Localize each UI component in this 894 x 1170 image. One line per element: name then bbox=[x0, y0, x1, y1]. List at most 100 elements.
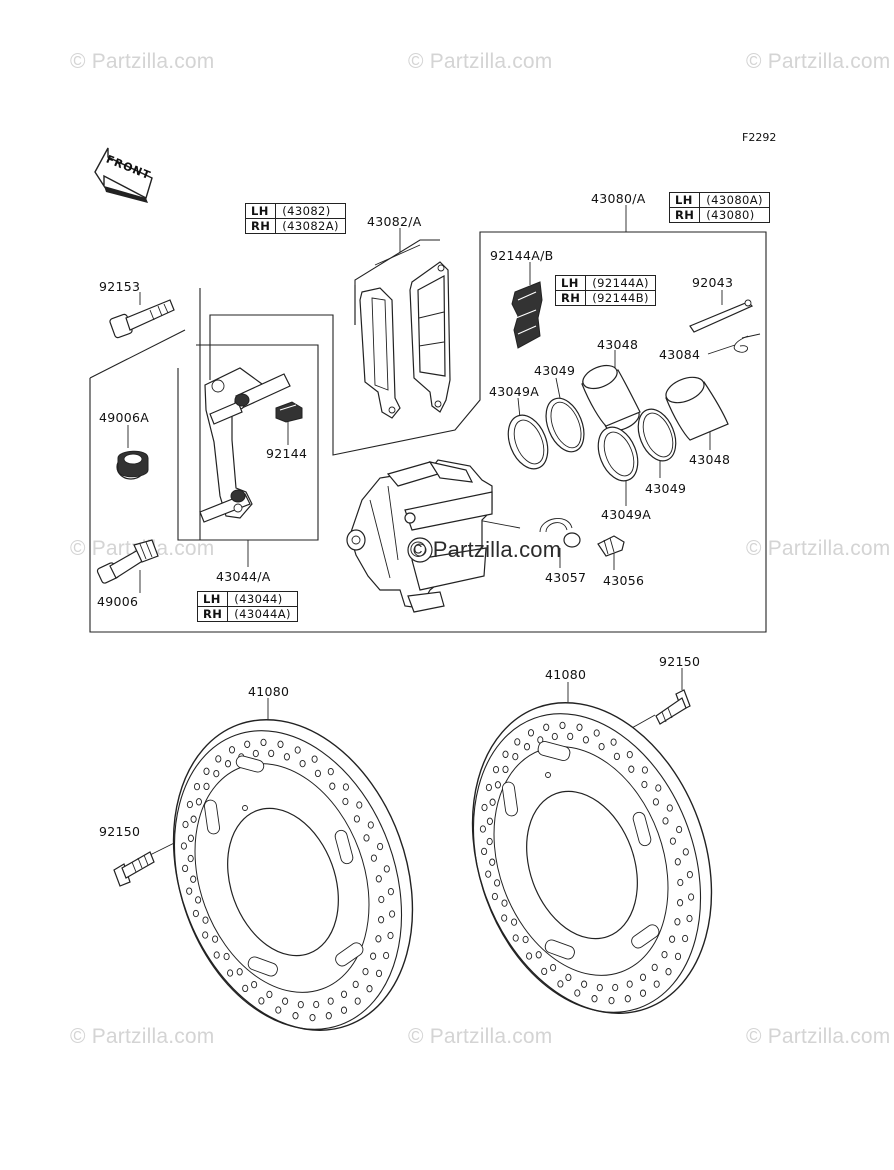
disc-drill-hole bbox=[596, 983, 603, 992]
brake-pad-right bbox=[409, 261, 451, 413]
cap-43057 bbox=[539, 518, 581, 548]
label-43048-right: 43048 bbox=[689, 452, 731, 467]
disc-drill-hole bbox=[489, 858, 496, 866]
disc-drill-hole bbox=[383, 865, 390, 873]
disc-drill-hole bbox=[362, 967, 369, 976]
caliper-side-table: LH(43080A) RH(43080) bbox=[668, 192, 770, 223]
disc-drill-hole bbox=[258, 997, 265, 1005]
disc-drill-hole bbox=[486, 837, 493, 846]
disc-drill-hole bbox=[551, 732, 558, 741]
disc-drill-hole bbox=[626, 750, 633, 759]
label-92153: 92153 bbox=[99, 279, 141, 294]
label-43049-bottom: 43049 bbox=[645, 481, 687, 496]
label-43049a-bottom: 43049A bbox=[601, 507, 652, 522]
label-43082a: 43082/A bbox=[367, 214, 422, 229]
disc-drill-hole bbox=[342, 797, 349, 806]
disc-drill-hole bbox=[202, 916, 209, 924]
pin-92043 bbox=[689, 299, 754, 333]
piston-43048-top bbox=[581, 364, 641, 432]
disc-drill-hole bbox=[327, 997, 334, 1005]
disc-drill-hole bbox=[182, 864, 189, 873]
disc-drill-hole bbox=[180, 842, 187, 850]
disc-drill-hole bbox=[242, 984, 249, 993]
label-43056: 43056 bbox=[603, 573, 645, 588]
disc-drill-hole bbox=[651, 963, 658, 972]
disc-drill-hole bbox=[190, 815, 197, 823]
disc-drill-hole bbox=[309, 1013, 316, 1022]
disc-drill-hole bbox=[512, 752, 519, 761]
seal-43049-bottom bbox=[637, 408, 677, 462]
caliper-assembly-frame bbox=[89, 231, 767, 633]
disc-drill-hole bbox=[501, 914, 508, 922]
leader-line bbox=[374, 244, 421, 266]
table-side-rh: RH bbox=[196, 606, 229, 622]
piston-43048-right bbox=[665, 376, 729, 441]
watermark: © Partzilla.com bbox=[746, 50, 891, 73]
disc-drill-hole bbox=[598, 742, 605, 751]
leader-line bbox=[555, 377, 561, 399]
label-92144: 92144 bbox=[266, 446, 308, 461]
disc-drill-hole bbox=[676, 825, 683, 834]
diagram-code: F2292 bbox=[742, 131, 777, 144]
disc-drill-hole bbox=[639, 973, 647, 981]
table-side-rh: RH bbox=[244, 218, 277, 234]
disc-drill-hole bbox=[354, 997, 361, 1005]
watermark: © Partzilla.com bbox=[70, 50, 215, 73]
disc-drill-hole bbox=[387, 887, 394, 896]
bolt-92150-right bbox=[655, 689, 691, 725]
disc-drill-hole bbox=[486, 817, 493, 825]
disc-drill-hole bbox=[193, 782, 201, 791]
pin-49006 bbox=[96, 539, 159, 584]
pad-spring bbox=[511, 281, 543, 349]
disc-drill-hole bbox=[527, 729, 535, 737]
disc-drill-hole bbox=[314, 769, 321, 778]
disc-drill-hole bbox=[213, 769, 220, 778]
label-92043: 92043 bbox=[692, 275, 734, 290]
disc-drill-hole bbox=[329, 782, 336, 790]
disc-drill-hole bbox=[311, 755, 318, 763]
disc-drill-hole bbox=[624, 995, 631, 1003]
disc-drill-hole bbox=[653, 980, 660, 988]
disc-drill-hole bbox=[228, 746, 236, 754]
seal-43049a-top bbox=[507, 414, 549, 470]
table-side-lh: LH bbox=[554, 275, 587, 291]
disc-drill-hole bbox=[677, 878, 684, 887]
disc-drill-hole bbox=[375, 969, 383, 978]
disc-drill-hole bbox=[661, 950, 668, 959]
disc-drill-hole bbox=[187, 854, 194, 863]
disc-drill-hole bbox=[268, 749, 275, 758]
disc-drill-hole bbox=[203, 767, 210, 775]
disc-drill-hole bbox=[227, 969, 234, 977]
brake-pad-left bbox=[359, 287, 401, 419]
brake-disc-right bbox=[471, 702, 713, 1014]
disc-drill-hole bbox=[674, 858, 681, 866]
disc-drill-hole bbox=[677, 899, 684, 907]
disc-drill-hole bbox=[297, 1000, 304, 1009]
disc-drill-hole bbox=[213, 951, 220, 959]
disc-drill-hole bbox=[353, 815, 360, 823]
label-43048-top: 43048 bbox=[597, 337, 639, 352]
disc-drill-hole bbox=[608, 996, 615, 1005]
watermark: © Partzilla.com bbox=[746, 537, 891, 560]
disc-drill-hole bbox=[591, 995, 598, 1003]
disc-drill-hole bbox=[203, 782, 210, 791]
disc-drill-hole bbox=[190, 875, 197, 883]
bolt-92153 bbox=[109, 299, 175, 339]
disc-drill-hole bbox=[202, 931, 209, 939]
disc-drill-hole bbox=[559, 721, 566, 730]
disc-drill-hole bbox=[182, 820, 189, 829]
disc-drill-hole bbox=[655, 784, 662, 792]
table-part: (92144B) bbox=[585, 290, 656, 306]
disc-drill-hole bbox=[325, 1012, 332, 1020]
disc-drill-hole bbox=[492, 765, 500, 774]
disc-drill-hole bbox=[342, 783, 349, 791]
label-43084: 43084 bbox=[659, 347, 701, 362]
brake-disc-left bbox=[172, 719, 414, 1031]
disc-drill-hole bbox=[535, 951, 542, 959]
disc-drill-hole bbox=[283, 753, 290, 761]
disc-drill-hole bbox=[195, 798, 202, 806]
disc-drill-hole bbox=[479, 825, 486, 833]
watermark-center: © Partzilla.com bbox=[410, 537, 562, 562]
disc-drill-hole bbox=[550, 963, 557, 972]
